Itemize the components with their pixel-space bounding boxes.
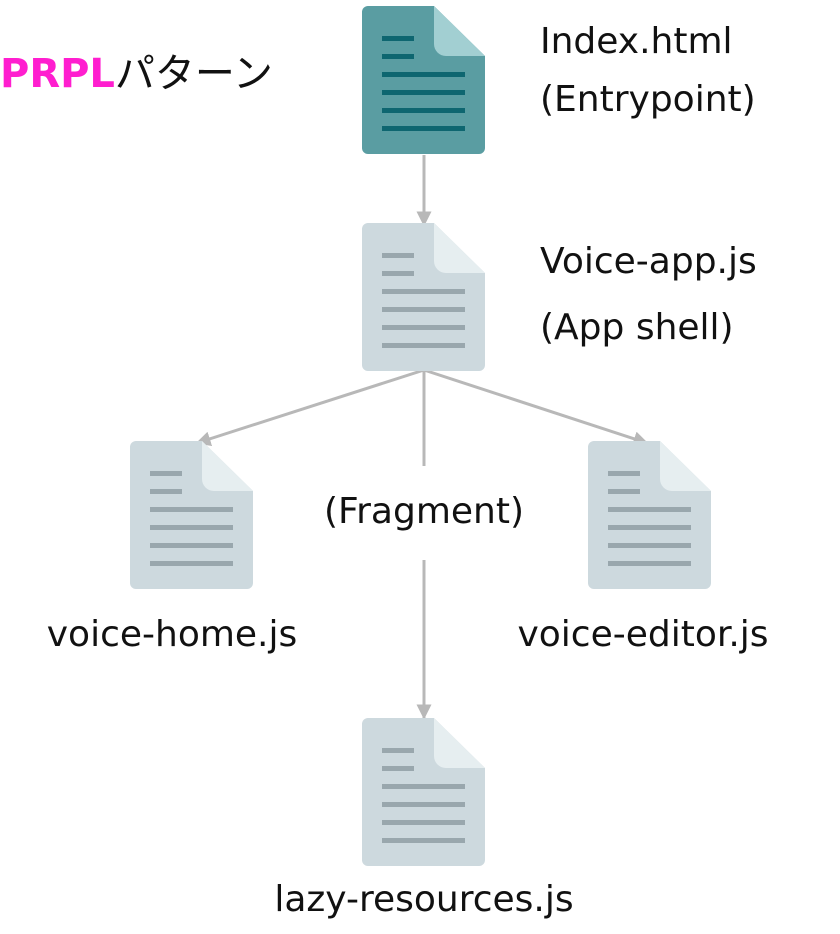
app-file-role: (App shell)	[540, 307, 734, 348]
index-file-role: (Entrypoint)	[540, 79, 756, 120]
arrow-app-to-editor	[423, 368, 649, 446]
lazy-file-name: lazy-resources.js	[274, 879, 574, 920]
home-file-name: voice-home.js	[46, 614, 298, 655]
document-icon-lazy	[362, 718, 485, 866]
title-rest: パターン	[114, 51, 273, 97]
document-icon-editor	[588, 441, 711, 589]
arrow-app-to-home	[195, 368, 425, 447]
document-icon-home	[130, 441, 253, 589]
diagram-title: PRPLパターン	[0, 46, 273, 102]
index-file-name: Index.html	[540, 21, 733, 62]
document-icon-app	[362, 223, 485, 371]
fragment-label: (Fragment)	[323, 491, 525, 532]
editor-file-name: voice-editor.js	[517, 614, 769, 655]
title-accent: PRPL	[0, 51, 115, 97]
document-icon-teal	[362, 6, 485, 154]
app-file-name: Voice-app.js	[540, 241, 757, 282]
